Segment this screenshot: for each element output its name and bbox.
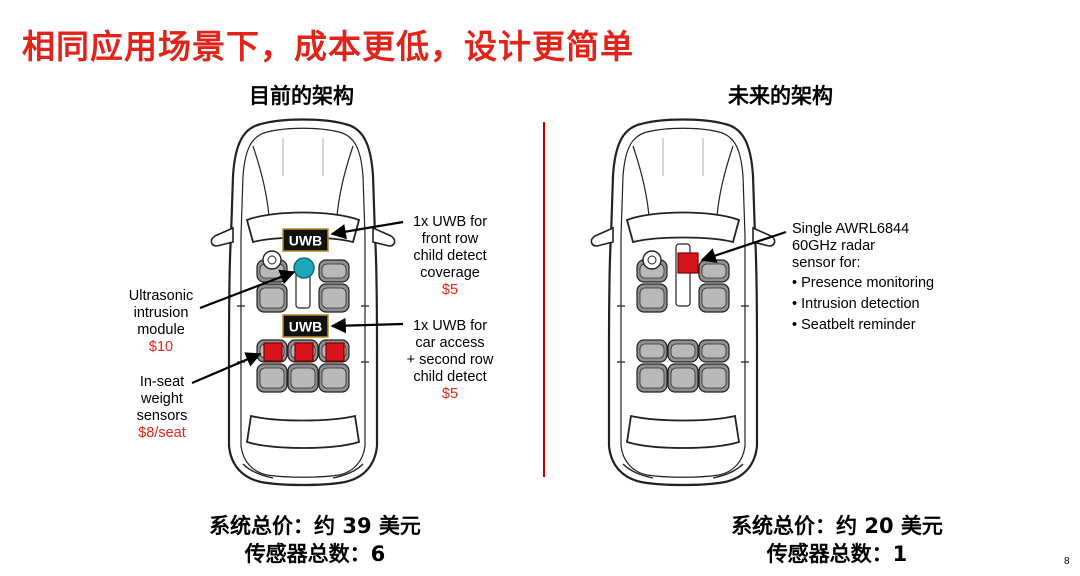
uwb-front-tag: UWB bbox=[282, 228, 329, 252]
arrow-weight bbox=[191, 352, 262, 385]
callout-uwb-second-line4: child detect bbox=[413, 369, 487, 385]
arrow-radar bbox=[700, 230, 787, 263]
page-title: 相同应用场景下，成本更低，设计更简单 bbox=[22, 27, 634, 66]
radar-feature-intrusion: Intrusion detection bbox=[801, 296, 920, 312]
uwb-front-label: UWB bbox=[289, 233, 322, 249]
callout-radar-line3: sensor for: bbox=[792, 255, 861, 271]
left-heading: 目前的架构 bbox=[249, 84, 354, 108]
callout-radar-line1: Single AWRL6844 bbox=[792, 221, 910, 237]
callout-uwb-front-line4: coverage bbox=[420, 265, 480, 281]
radar-feature-seatbelt: Seatbelt reminder bbox=[801, 317, 916, 333]
ultrasonic-sensor bbox=[293, 257, 315, 279]
callout-uwb-second-line1: 1x UWB for bbox=[412, 318, 488, 334]
right-sensor-count: 传感器总数：1 bbox=[766, 542, 908, 566]
uwb-second-tag: UWB bbox=[282, 314, 329, 338]
left-sensor-count: 传感器总数：6 bbox=[244, 542, 386, 566]
callout-ultrasonic-line3: module bbox=[137, 322, 185, 338]
callout-uwb-front-price: $5 bbox=[441, 282, 459, 298]
weight-sensor-3 bbox=[325, 342, 345, 362]
callout-uwb-second: 1x UWB for car access + second row child… bbox=[400, 318, 500, 403]
callout-uwb-front: 1x UWB for front row child detect covera… bbox=[404, 214, 496, 299]
radar-feature-list: • Presence monitoring • Intrusion detect… bbox=[792, 275, 962, 334]
arrow-uwb-front bbox=[330, 220, 404, 240]
radar-sensor bbox=[677, 252, 699, 274]
weight-sensor-2 bbox=[294, 342, 314, 362]
callout-uwb-second-line2: car access bbox=[415, 335, 485, 351]
callout-weight-price: $8/seat bbox=[138, 425, 186, 441]
callout-ultrasonic-line1: Ultrasonic bbox=[128, 288, 194, 304]
callout-ultrasonic-line2: intrusion bbox=[133, 305, 189, 321]
callout-radar: Single AWRL6844 60GHz radar sensor for: … bbox=[792, 221, 962, 334]
right-car bbox=[590, 118, 776, 487]
arrow-uwb-second bbox=[330, 317, 404, 334]
right-heading: 未来的架构 bbox=[728, 84, 833, 108]
radar-feature-item: • Presence monitoring bbox=[792, 275, 935, 291]
radar-feature-presence: Presence monitoring bbox=[801, 275, 935, 291]
right-footer: 系统总价：约 20 美元 传感器总数：1 bbox=[712, 512, 962, 568]
radar-feature-item: • Intrusion detection bbox=[792, 296, 920, 312]
column-divider bbox=[543, 122, 545, 477]
callout-ultrasonic-price: $10 bbox=[148, 339, 174, 355]
weight-sensor-1 bbox=[263, 342, 283, 362]
callout-weight: In-seat weight sensors $8/seat bbox=[126, 374, 198, 442]
page-number: 8 bbox=[1064, 556, 1070, 567]
callout-uwb-second-line3: + second row bbox=[406, 352, 494, 368]
left-total-cost: 系统总价：约 39 美元 bbox=[209, 514, 421, 538]
callout-radar-line2: 60GHz radar bbox=[792, 238, 876, 254]
callout-uwb-second-price: $5 bbox=[441, 386, 459, 402]
left-footer: 系统总价：约 39 美元 传感器总数：6 bbox=[190, 512, 440, 568]
callout-weight-line1: In-seat bbox=[139, 374, 185, 390]
callout-uwb-front-line2: front row bbox=[421, 231, 479, 247]
callout-weight-line3: sensors bbox=[136, 408, 188, 424]
callout-weight-line2: weight bbox=[141, 391, 183, 407]
uwb-second-label: UWB bbox=[289, 319, 322, 335]
callout-uwb-front-line1: 1x UWB for bbox=[412, 214, 488, 230]
left-car bbox=[210, 118, 396, 487]
callout-uwb-front-line3: child detect bbox=[413, 248, 487, 264]
arrow-ultrasonic bbox=[199, 269, 296, 310]
callout-ultrasonic: Ultrasonic intrusion module $10 bbox=[118, 288, 204, 356]
radar-feature-item: • Seatbelt reminder bbox=[792, 317, 916, 333]
right-total-cost: 系统总价：约 20 美元 bbox=[731, 514, 943, 538]
